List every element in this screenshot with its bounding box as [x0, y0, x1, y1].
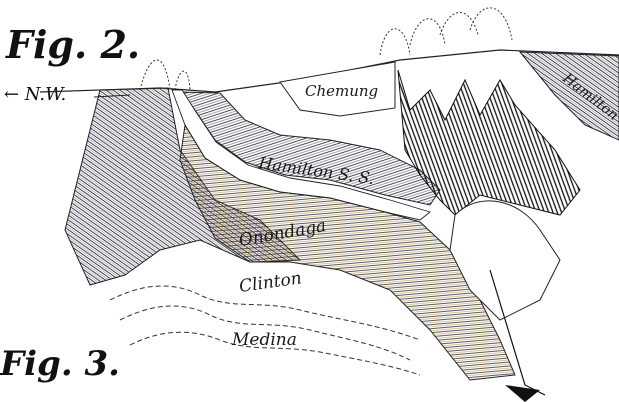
layer-label-chemung: Chemung [305, 82, 378, 100]
layer-label-medina: Medina [231, 330, 297, 350]
bottom-right-dark-mark [505, 385, 540, 402]
eroded-fold-outline-left [140, 60, 190, 90]
layer-label-clinton: Clinton [238, 268, 303, 297]
eroded-fold-outline-right [380, 8, 512, 55]
